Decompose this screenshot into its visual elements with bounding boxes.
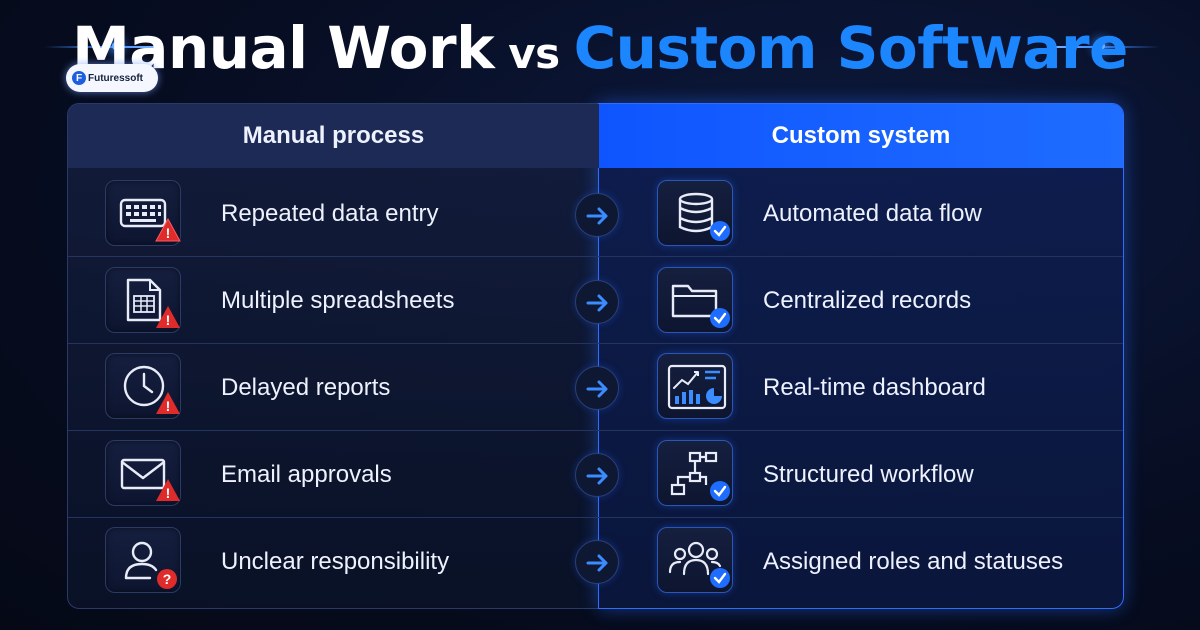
warning-badge: ! [166,398,171,414]
team-icon [657,527,733,593]
brand-logo: F Futuressoft [66,64,158,92]
manual-row-label: Delayed reports [221,374,391,401]
custom-row-label: Assigned roles and statuses [763,548,1064,575]
database-icon [657,180,733,246]
title-vs: vs [508,29,560,78]
arrow-right-icon [575,193,619,237]
manual-row-label: Repeated data entry [221,200,439,227]
person-icon: ? [105,527,181,593]
keyboard-icon: ! [105,180,181,246]
warning-badge: ! [166,485,171,501]
arrow-right-icon [575,453,619,497]
manual-row-label: Multiple spreadsheets [221,287,455,314]
envelope-icon: ! [105,440,181,506]
warning-badge: ! [166,312,171,328]
logo-text: Futuressoft [88,72,143,84]
custom-row-label: Automated data flow [763,200,982,227]
dashboard-icon [657,353,733,419]
manual-row-label: Unclear responsibility [221,548,450,575]
row-divider [68,517,1123,518]
custom-system-header: Custom system [599,104,1123,168]
custom-row-label: Real-time dashboard [763,374,986,401]
custom-row-label: Centralized records [763,287,972,314]
arrow-right-icon [575,280,619,324]
folder-icon [657,267,733,333]
row-divider [68,256,1123,257]
clock-icon: ! [105,353,181,419]
title-custom-software: Custom Software [573,14,1129,82]
title-glow-dot-right [1097,42,1105,50]
manual-process-header: Manual process [68,104,599,168]
arrow-right-icon [575,366,619,410]
warning-badge: ! [166,225,171,241]
title-glow-line-left [44,46,154,48]
spreadsheet-icon: ! [105,267,181,333]
manual-row-label: Email approvals [221,461,392,488]
question-badge: ? [163,571,172,587]
title-glow-dot-left [112,42,120,50]
custom-row-label: Structured workflow [763,461,974,488]
logo-mark-icon: F [72,71,86,85]
arrow-right-icon [575,540,619,584]
row-divider [68,430,1123,431]
row-divider [68,343,1123,344]
workflow-icon [657,440,733,506]
